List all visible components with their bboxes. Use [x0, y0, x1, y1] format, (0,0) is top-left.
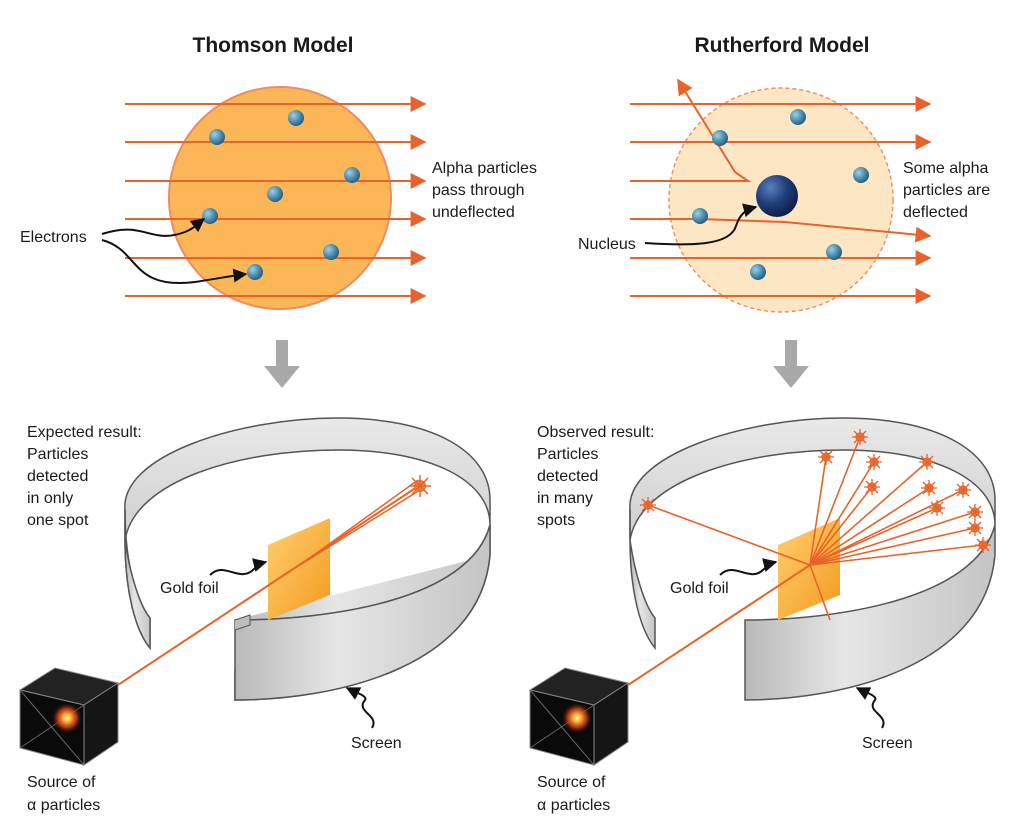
thomson-source-line-1: Source of [27, 774, 96, 791]
rutherford-title: Rutherford Model [695, 34, 870, 57]
rutherford-electrons [692, 109, 869, 280]
deflected-rays [647, 436, 984, 621]
expected-line-3: detected [27, 468, 88, 485]
pass-note-line-1: Alpha particles [432, 160, 537, 177]
rutherford-experiment [528, 417, 996, 766]
alpha-beam [67, 484, 421, 719]
observed-line-4: in many [537, 490, 593, 507]
thomson-electrons [202, 110, 360, 280]
expected-line-1: Expected result: [27, 424, 142, 441]
rutherford-source-line-2: α particles [537, 797, 610, 814]
electron [323, 244, 339, 260]
electron [247, 264, 263, 280]
pass-note-line-3: undeflected [432, 204, 515, 221]
observed-line-1: Observed result: [537, 424, 654, 441]
down-arrow-icon [264, 340, 300, 388]
rutherford-source-line-1: Source of [537, 774, 606, 791]
electron [692, 208, 708, 224]
observed-line-5: spots [537, 512, 575, 529]
expected-line-4: in only [27, 490, 73, 507]
nucleus-label: Nucleus [578, 236, 636, 253]
thomson-atom [125, 86, 427, 310]
alpha-source [528, 667, 630, 766]
expected-line-5: one spot [27, 512, 89, 529]
nucleus-pointer [644, 203, 758, 246]
observed-line-3: detected [537, 468, 598, 485]
electron [267, 186, 283, 202]
rutherford-screen-label: Screen [862, 735, 913, 752]
electron [853, 167, 869, 183]
gold-foil-pointer [209, 558, 268, 576]
electron [209, 129, 225, 145]
gold-foil [268, 518, 330, 620]
screen-pointer [855, 687, 885, 729]
electron [750, 264, 766, 280]
electron [712, 130, 728, 146]
nucleus [756, 175, 798, 217]
detection-spot [409, 475, 431, 497]
electron [288, 110, 304, 126]
deflect-note-line-1: Some alpha [903, 160, 988, 177]
alpha-source [18, 667, 120, 766]
rutherford-atom [630, 78, 932, 313]
thomson-alpha-rays [125, 96, 427, 304]
electrons-label: Electrons [20, 229, 87, 246]
electron [202, 208, 218, 224]
thomson-screen-label: Screen [351, 735, 402, 752]
rutherford-gold-foil-label: Gold foil [670, 580, 729, 597]
observed-line-2: Particles [537, 446, 598, 463]
electrons-pointer [101, 239, 248, 285]
screen-pointer [345, 687, 375, 729]
down-arrow-icon [773, 340, 809, 388]
detection-spots [640, 429, 991, 553]
deflect-note-line-2: particles are [903, 182, 990, 199]
thomson-source-line-2: α particles [27, 797, 100, 814]
electrons-pointer [101, 218, 206, 237]
pass-note-line-2: pass through [432, 182, 525, 199]
rutherford-alpha-rays [630, 78, 932, 304]
thomson-gold-foil-label: Gold foil [160, 580, 219, 597]
thomson-experiment [18, 417, 491, 766]
electron [344, 167, 360, 183]
electron [790, 109, 806, 125]
thomson-title: Thomson Model [193, 34, 354, 57]
gold-foil-pointer [719, 558, 778, 576]
expected-line-2: Particles [27, 446, 88, 463]
gold-foil [778, 518, 840, 620]
electron [826, 244, 842, 260]
deflect-note-line-3: deflected [903, 204, 968, 221]
